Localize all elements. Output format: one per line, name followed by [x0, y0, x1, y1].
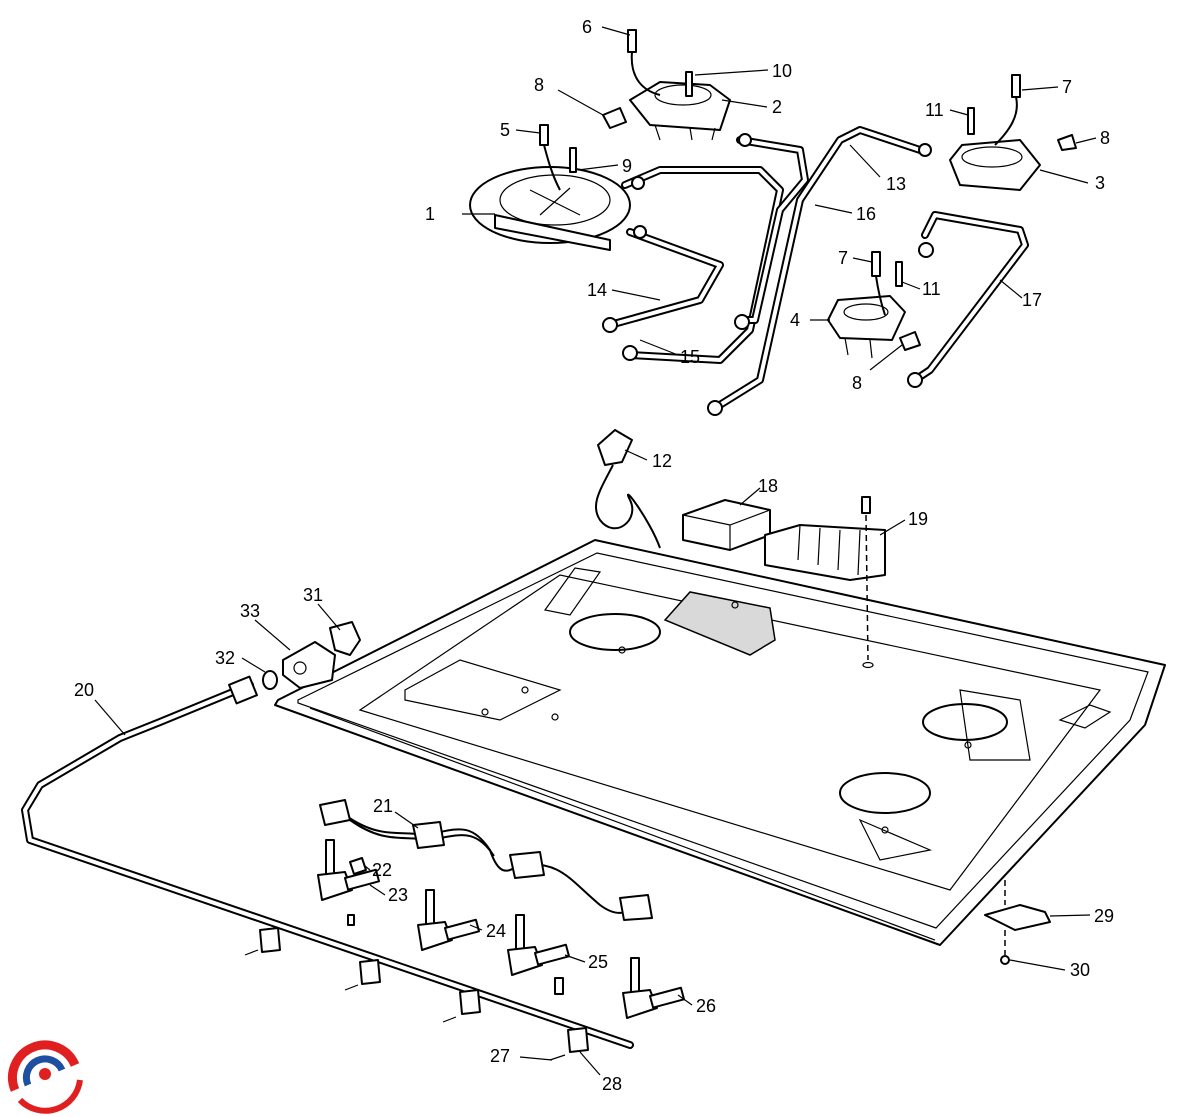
inlet-fittings [262, 621, 361, 690]
spark-generator-box [682, 499, 771, 551]
callout-21: 21 [373, 796, 393, 816]
burner-3 [949, 139, 1041, 191]
circular-swirl-logo [5, 1037, 83, 1114]
callout-25: 25 [588, 952, 608, 972]
ignition-harness [319, 799, 653, 921]
callout-6: 6 [582, 17, 592, 37]
callout-8c: 8 [852, 373, 862, 393]
leader-lines [94, 26, 1097, 1076]
callout-numbers: 1 2 3 4 5 6 7 7 8 8 8 9 10 11 11 12 13 1… [74, 17, 1114, 1094]
burner-1 [469, 166, 631, 251]
callout-12: 12 [652, 451, 672, 471]
callout-11a: 11 [925, 100, 944, 120]
callout-29: 29 [1094, 906, 1114, 926]
callout-9: 9 [622, 156, 632, 176]
callout-7b: 7 [838, 248, 848, 268]
burner-pipes [602, 126, 1029, 416]
callout-32: 32 [215, 648, 235, 668]
callout-3: 3 [1095, 173, 1105, 193]
gas-valves [317, 839, 686, 1019]
callout-5: 5 [500, 120, 510, 140]
gas-inlet-pipe [21, 675, 634, 1049]
burner-4 [827, 295, 906, 359]
callout-4: 4 [790, 310, 800, 330]
callout-31: 31 [303, 585, 323, 605]
callout-14: 14 [587, 280, 607, 300]
callout-19: 19 [908, 509, 928, 529]
callout-13: 13 [886, 174, 906, 194]
burner-2 [629, 81, 731, 141]
callout-16: 16 [856, 204, 876, 224]
switch-block [764, 496, 886, 661]
callout-8b: 8 [1100, 128, 1110, 148]
callout-18: 18 [758, 476, 778, 496]
callout-15: 15 [680, 347, 700, 367]
callout-33: 33 [240, 601, 260, 621]
callout-22: 22 [372, 860, 392, 880]
callout-30: 30 [1070, 960, 1090, 980]
callout-23: 23 [388, 885, 408, 905]
callout-2: 2 [772, 97, 782, 117]
callout-11b: 11 [922, 279, 941, 299]
callout-17: 17 [1022, 290, 1042, 310]
callout-7a: 7 [1062, 77, 1072, 97]
callout-20: 20 [74, 680, 94, 700]
callout-27: 27 [490, 1046, 510, 1066]
callout-28: 28 [602, 1074, 622, 1094]
callout-1: 1 [425, 204, 435, 224]
callout-8a: 8 [534, 75, 544, 95]
electrodes [539, 29, 1077, 351]
callout-26: 26 [696, 996, 716, 1016]
rail-clips [244, 880, 1051, 1061]
hob-tray [274, 539, 1166, 946]
mains-lead [595, 429, 661, 549]
callout-10: 10 [772, 61, 792, 81]
callout-24: 24 [486, 921, 506, 941]
